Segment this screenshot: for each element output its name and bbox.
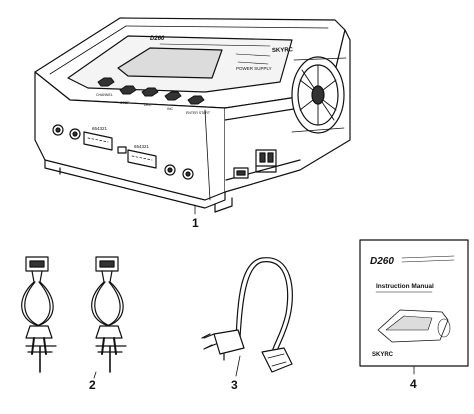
manual-model-text: D260 (370, 256, 394, 267)
callout-2: 2 (89, 378, 96, 392)
manual-title-text: Instruction Manual (376, 283, 434, 290)
button-label-stop: STOP (120, 101, 130, 105)
manual-brand-text: SKYRC (372, 352, 394, 358)
callout-3: 3 (231, 378, 238, 392)
charger-brand-text: SKYRC (272, 47, 294, 54)
button-label-inc: INC (167, 107, 174, 111)
callout-4: 4 (410, 377, 417, 391)
charger-screen-label: POWER SUPPLY (236, 66, 272, 71)
button-label-dec: DEC (144, 103, 152, 107)
charger-left-port-label: 654321 (92, 126, 108, 131)
button-label-channel: CHANNEL (96, 93, 113, 97)
ac-power-cable (201, 257, 293, 377)
banana-plug-leads (21, 256, 127, 379)
button-label-enter-start: ENTER START (186, 111, 211, 115)
charger-model-text: D260 (150, 36, 165, 42)
callout-1: 1 (192, 216, 199, 230)
charger-right-port-label: 654321 (134, 144, 150, 149)
charger-illustration (34, 17, 351, 215)
instruction-manual (359, 239, 469, 375)
